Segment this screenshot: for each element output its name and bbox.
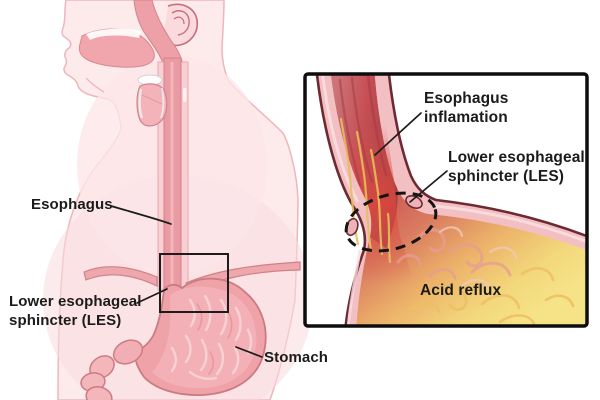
label-les-inset: Lower esophageal sphincter (LES) [448, 148, 585, 186]
label-les-inset-line1: Lower esophageal [448, 149, 585, 166]
label-inflammation-line1: Esophagus [424, 90, 509, 107]
label-esophagus: Esophagus [31, 195, 113, 214]
label-les-main: Lower esophageal sphincter (LES) [9, 292, 141, 330]
label-acid-reflux: Acid reflux [420, 281, 501, 300]
label-stomach: Stomach [264, 348, 328, 367]
leader-esophagus [110, 205, 172, 225]
label-les-main-line2: sphincter (LES) [9, 312, 122, 329]
leader-les-main [136, 288, 168, 304]
ear [163, 3, 199, 47]
larynx [136, 74, 168, 127]
leader-lines [110, 112, 448, 358]
leader-les-inset [409, 170, 448, 203]
inset-panel [303, 72, 589, 328]
label-acid-reflux-text: Acid reflux [420, 282, 502, 299]
inset-artwork [314, 75, 586, 326]
leader-inflammation [374, 112, 422, 156]
label-les-main-line1: Lower esophageal [9, 293, 142, 310]
label-esophagus-inflammation: Esophagus inflamation [424, 89, 508, 127]
label-inflammation-line2: inflamation [424, 109, 508, 126]
zoom-region-square [159, 253, 229, 313]
mouth-and-throat [78, 0, 184, 73]
inset-border [303, 72, 589, 328]
leader-stomach [235, 346, 263, 358]
les-dashed-ellipse [344, 191, 438, 253]
label-les-inset-line2: sphincter (LES) [448, 168, 565, 185]
label-esophagus-text: Esophagus [31, 196, 113, 213]
esophagus-tube [157, 57, 189, 293]
label-stomach-text: Stomach [264, 349, 329, 366]
